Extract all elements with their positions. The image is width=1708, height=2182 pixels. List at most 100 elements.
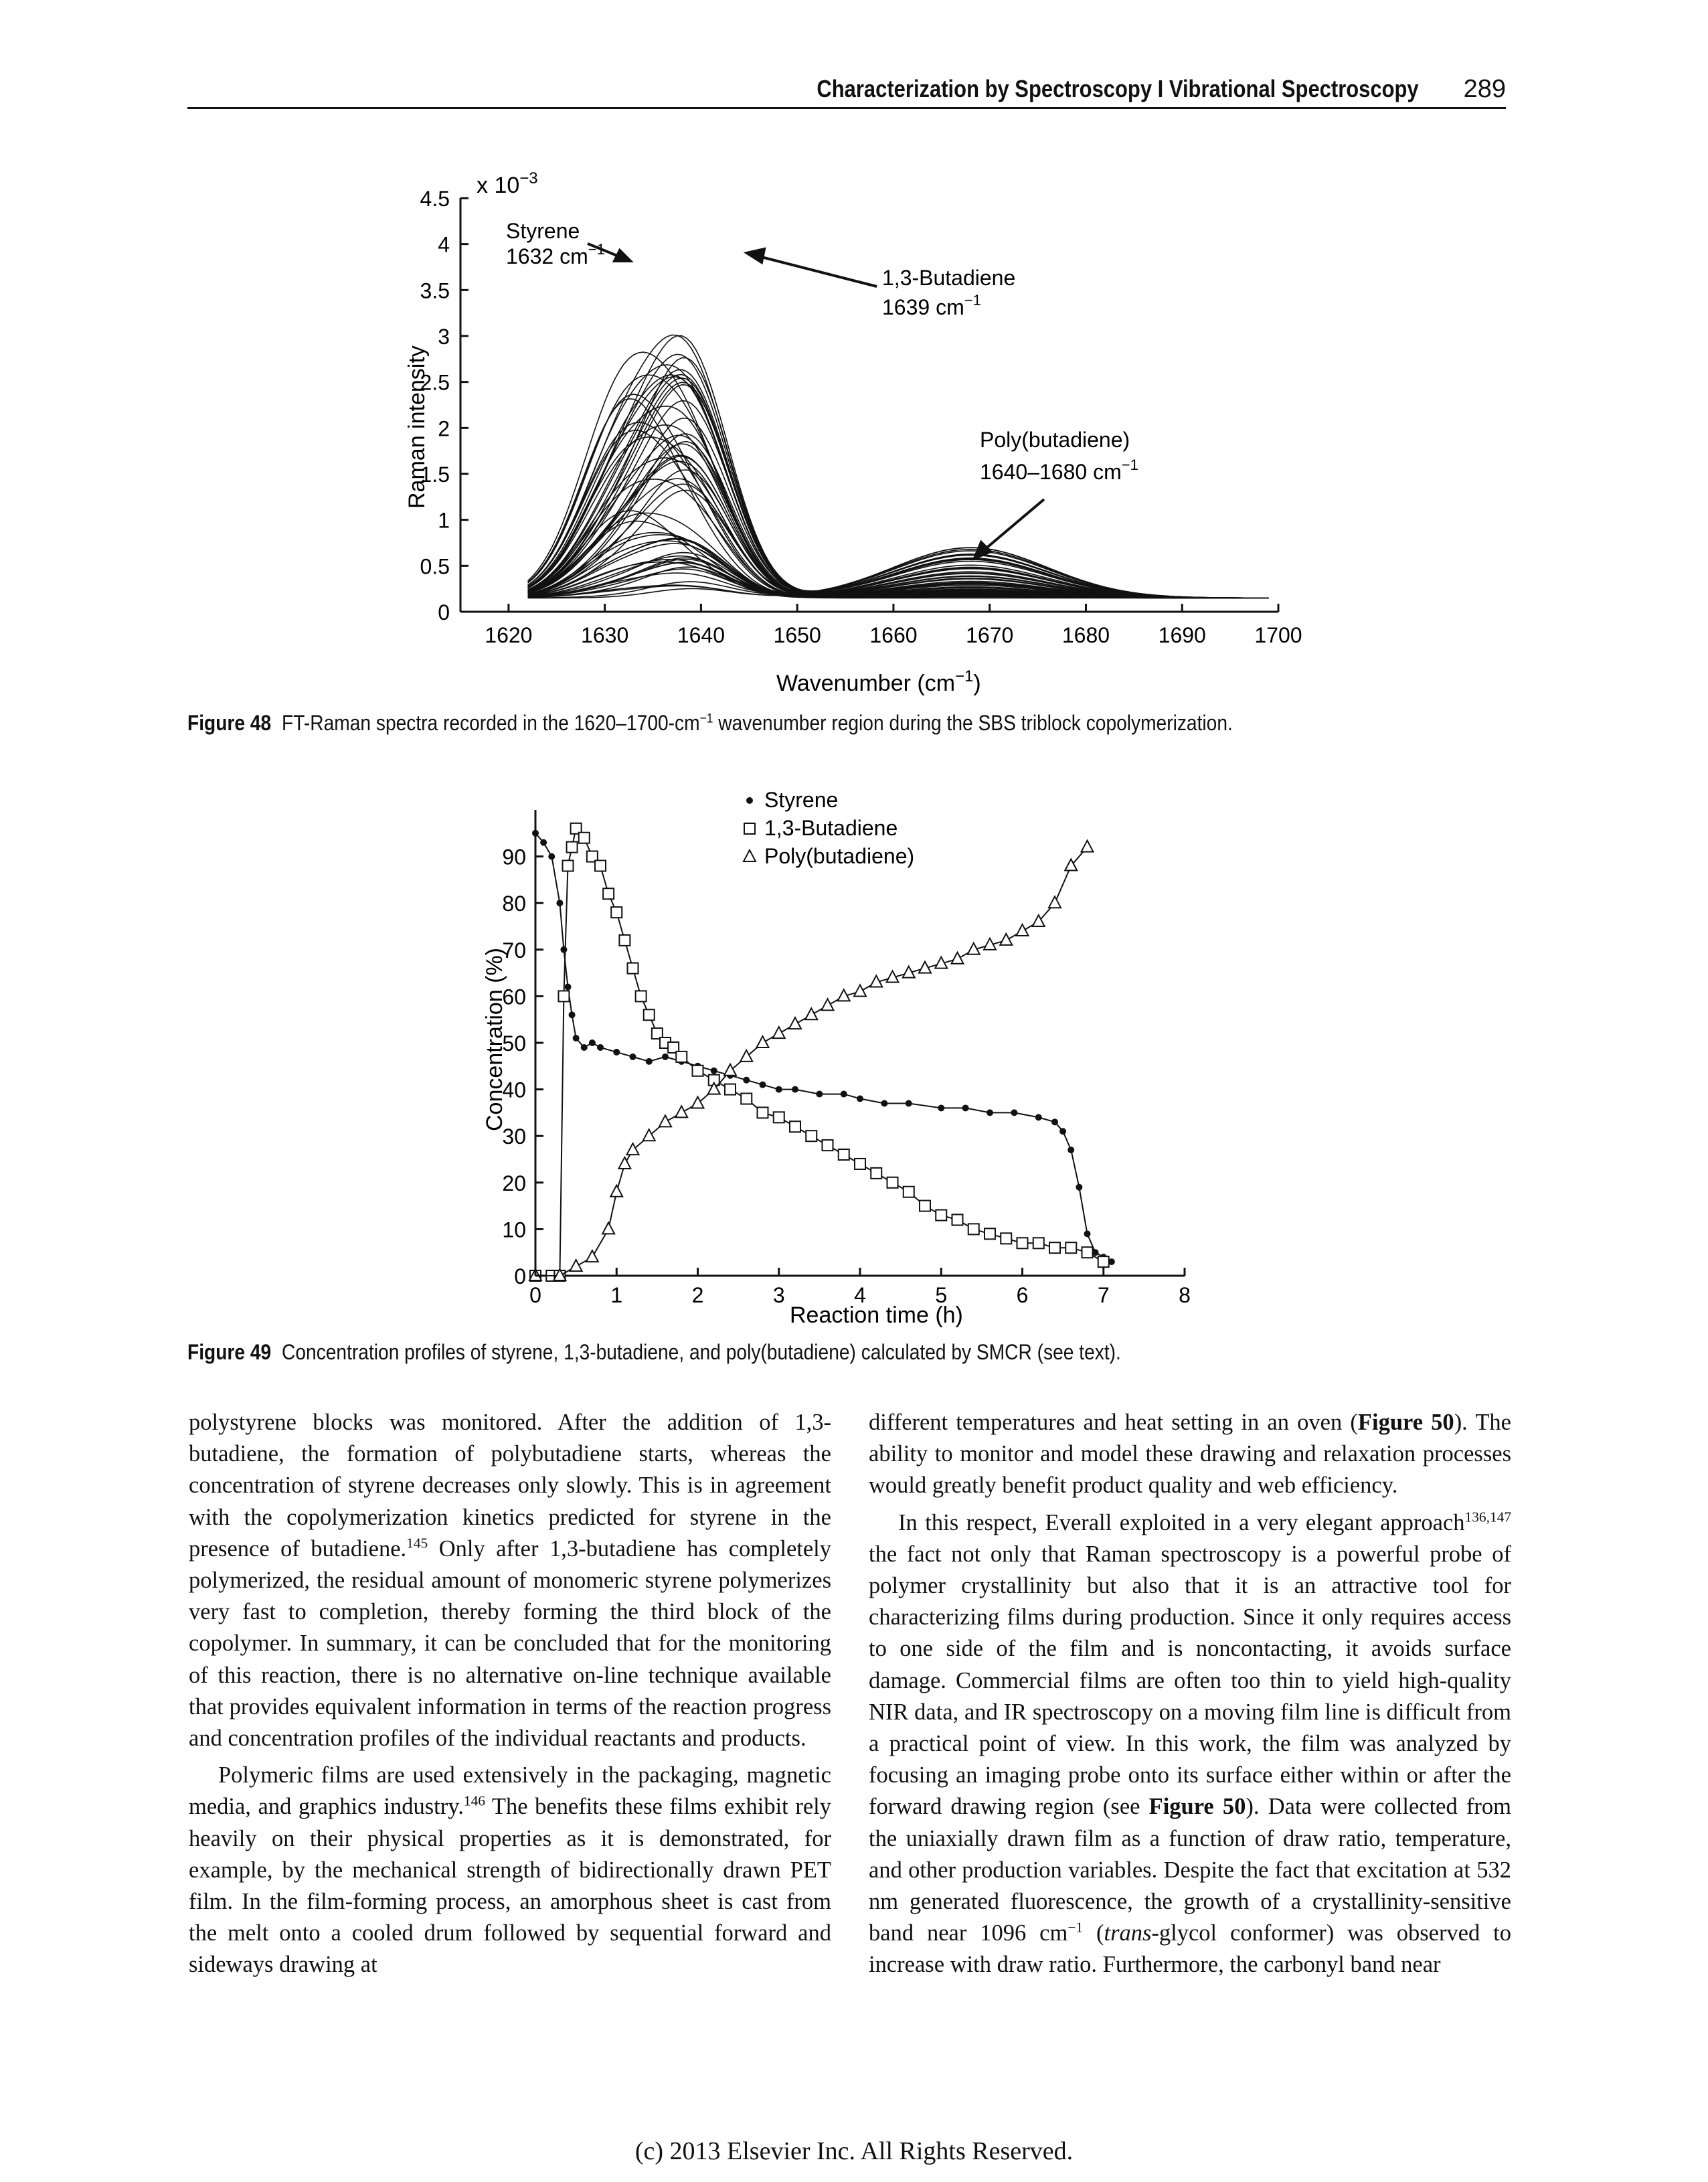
figure-48-poly-pos: 1640–1680 cm−1 (980, 456, 1138, 484)
data-point (804, 1007, 819, 1021)
data-point (1047, 895, 1062, 909)
data-point (1068, 1147, 1075, 1154)
data-point (743, 1076, 750, 1084)
data-point (820, 997, 835, 1011)
data-point (821, 1139, 834, 1152)
data-point (1076, 1183, 1083, 1191)
figure-49-y-axis-label: Concentration (%) (482, 948, 507, 1131)
data-point (1049, 1242, 1061, 1254)
data-point (789, 1120, 801, 1133)
data-point (837, 988, 851, 1002)
y-tick-label: 70 (502, 938, 526, 962)
data-point (675, 1050, 688, 1063)
paragraph-text: In this respect, Everall exploited in a … (898, 1509, 1465, 1535)
data-point (938, 1104, 945, 1112)
data-point (618, 934, 631, 946)
data-point (1063, 857, 1078, 871)
data-point (597, 1043, 604, 1051)
data-point (643, 1009, 655, 1021)
data-point (562, 859, 574, 872)
data-point (1097, 1256, 1110, 1268)
data-point (578, 831, 590, 844)
data-point (710, 1067, 717, 1074)
data-point (950, 950, 965, 964)
x-tick-label: 1620 (485, 623, 532, 647)
citation: 136,147 (1464, 1509, 1511, 1525)
paragraph: In this respect, Everall exploited in a … (869, 1507, 1511, 1981)
data-point (707, 1081, 721, 1095)
data-point (568, 1258, 584, 1272)
data-point (966, 941, 981, 955)
data-point (935, 1209, 948, 1222)
data-point (674, 1104, 689, 1118)
y-tick-label: 3 (438, 325, 450, 349)
data-point (658, 1114, 673, 1128)
data-point (905, 1100, 912, 1107)
data-point (1035, 1114, 1042, 1121)
data-point (999, 932, 1013, 946)
data-point (570, 822, 582, 835)
body-text-right-column: different temperatures and heat setting … (869, 1407, 1511, 1981)
paragraph-text: Polymeric films are used extensively in … (189, 1762, 831, 1820)
data-point (951, 1213, 964, 1226)
data-point (1084, 1230, 1091, 1238)
figure-48-annotation-arrows (587, 242, 1045, 561)
data-point (1051, 1118, 1058, 1126)
superscript: −1 (1068, 1919, 1084, 1936)
x-tick-label: 1630 (581, 623, 628, 647)
data-point (739, 1048, 754, 1062)
series-line (535, 827, 1104, 1276)
paragraph-text: polystyrene blocks was monitored. After … (189, 1410, 831, 1562)
y-tick-label: 1 (438, 509, 450, 533)
figure-reference[interactable]: Figure 50 (1148, 1794, 1246, 1820)
data-point (691, 1064, 704, 1077)
series-1-3-butadiene (529, 822, 1110, 1282)
y-tick-label: 4.5 (420, 187, 450, 211)
legend-marker (746, 797, 753, 804)
data-point (788, 1016, 802, 1030)
paragraph: polystyrene blocks was monitored. After … (189, 1407, 831, 1754)
data-point (568, 1011, 576, 1019)
figure-48-spectra (527, 334, 1269, 599)
data-point (792, 1086, 798, 1093)
data-point (690, 1095, 705, 1109)
x-tick-label: 1670 (966, 623, 1013, 647)
data-point (564, 983, 572, 991)
data-point (853, 983, 867, 997)
legend-marker (744, 823, 756, 835)
y-tick-label: 0.5 (420, 554, 450, 578)
y-tick-label: 1.5 (420, 463, 450, 487)
x-tick-label: 1680 (1062, 623, 1110, 647)
figure-reference[interactable]: Figure 50 (1357, 1410, 1454, 1435)
data-point (1015, 922, 1030, 936)
series-poly-butadiene- (528, 839, 1095, 1281)
data-point (772, 1025, 786, 1039)
data-point (540, 839, 547, 846)
series-styrene (532, 829, 1115, 1266)
y-tick-label: 3.5 (420, 278, 450, 303)
spectrum-line (527, 357, 1269, 599)
y-tick-label: 2.5 (420, 371, 450, 395)
data-point (1011, 1109, 1018, 1116)
data-point (759, 1081, 766, 1088)
figure-49-x-axis-label: Reaction time (h) (790, 1303, 963, 1328)
y-tick-label: 40 (502, 1078, 526, 1102)
data-point (987, 1109, 993, 1116)
data-point (552, 1267, 568, 1281)
y-tick-label: 0 (438, 600, 450, 624)
data-point (626, 962, 639, 975)
paragraph: Polymeric films are used extensively in … (189, 1760, 831, 1981)
y-tick-label: 90 (502, 845, 526, 869)
data-point (772, 1111, 785, 1124)
data-point (740, 1092, 753, 1105)
citation: 146 (463, 1792, 485, 1809)
italic-term: trans (1104, 1920, 1152, 1946)
data-point (805, 1130, 818, 1143)
paragraph-text: The benefits these films exhibit rely he… (189, 1794, 831, 1978)
data-point (1108, 1258, 1115, 1266)
data-point (837, 1149, 850, 1161)
data-point (840, 1090, 847, 1098)
